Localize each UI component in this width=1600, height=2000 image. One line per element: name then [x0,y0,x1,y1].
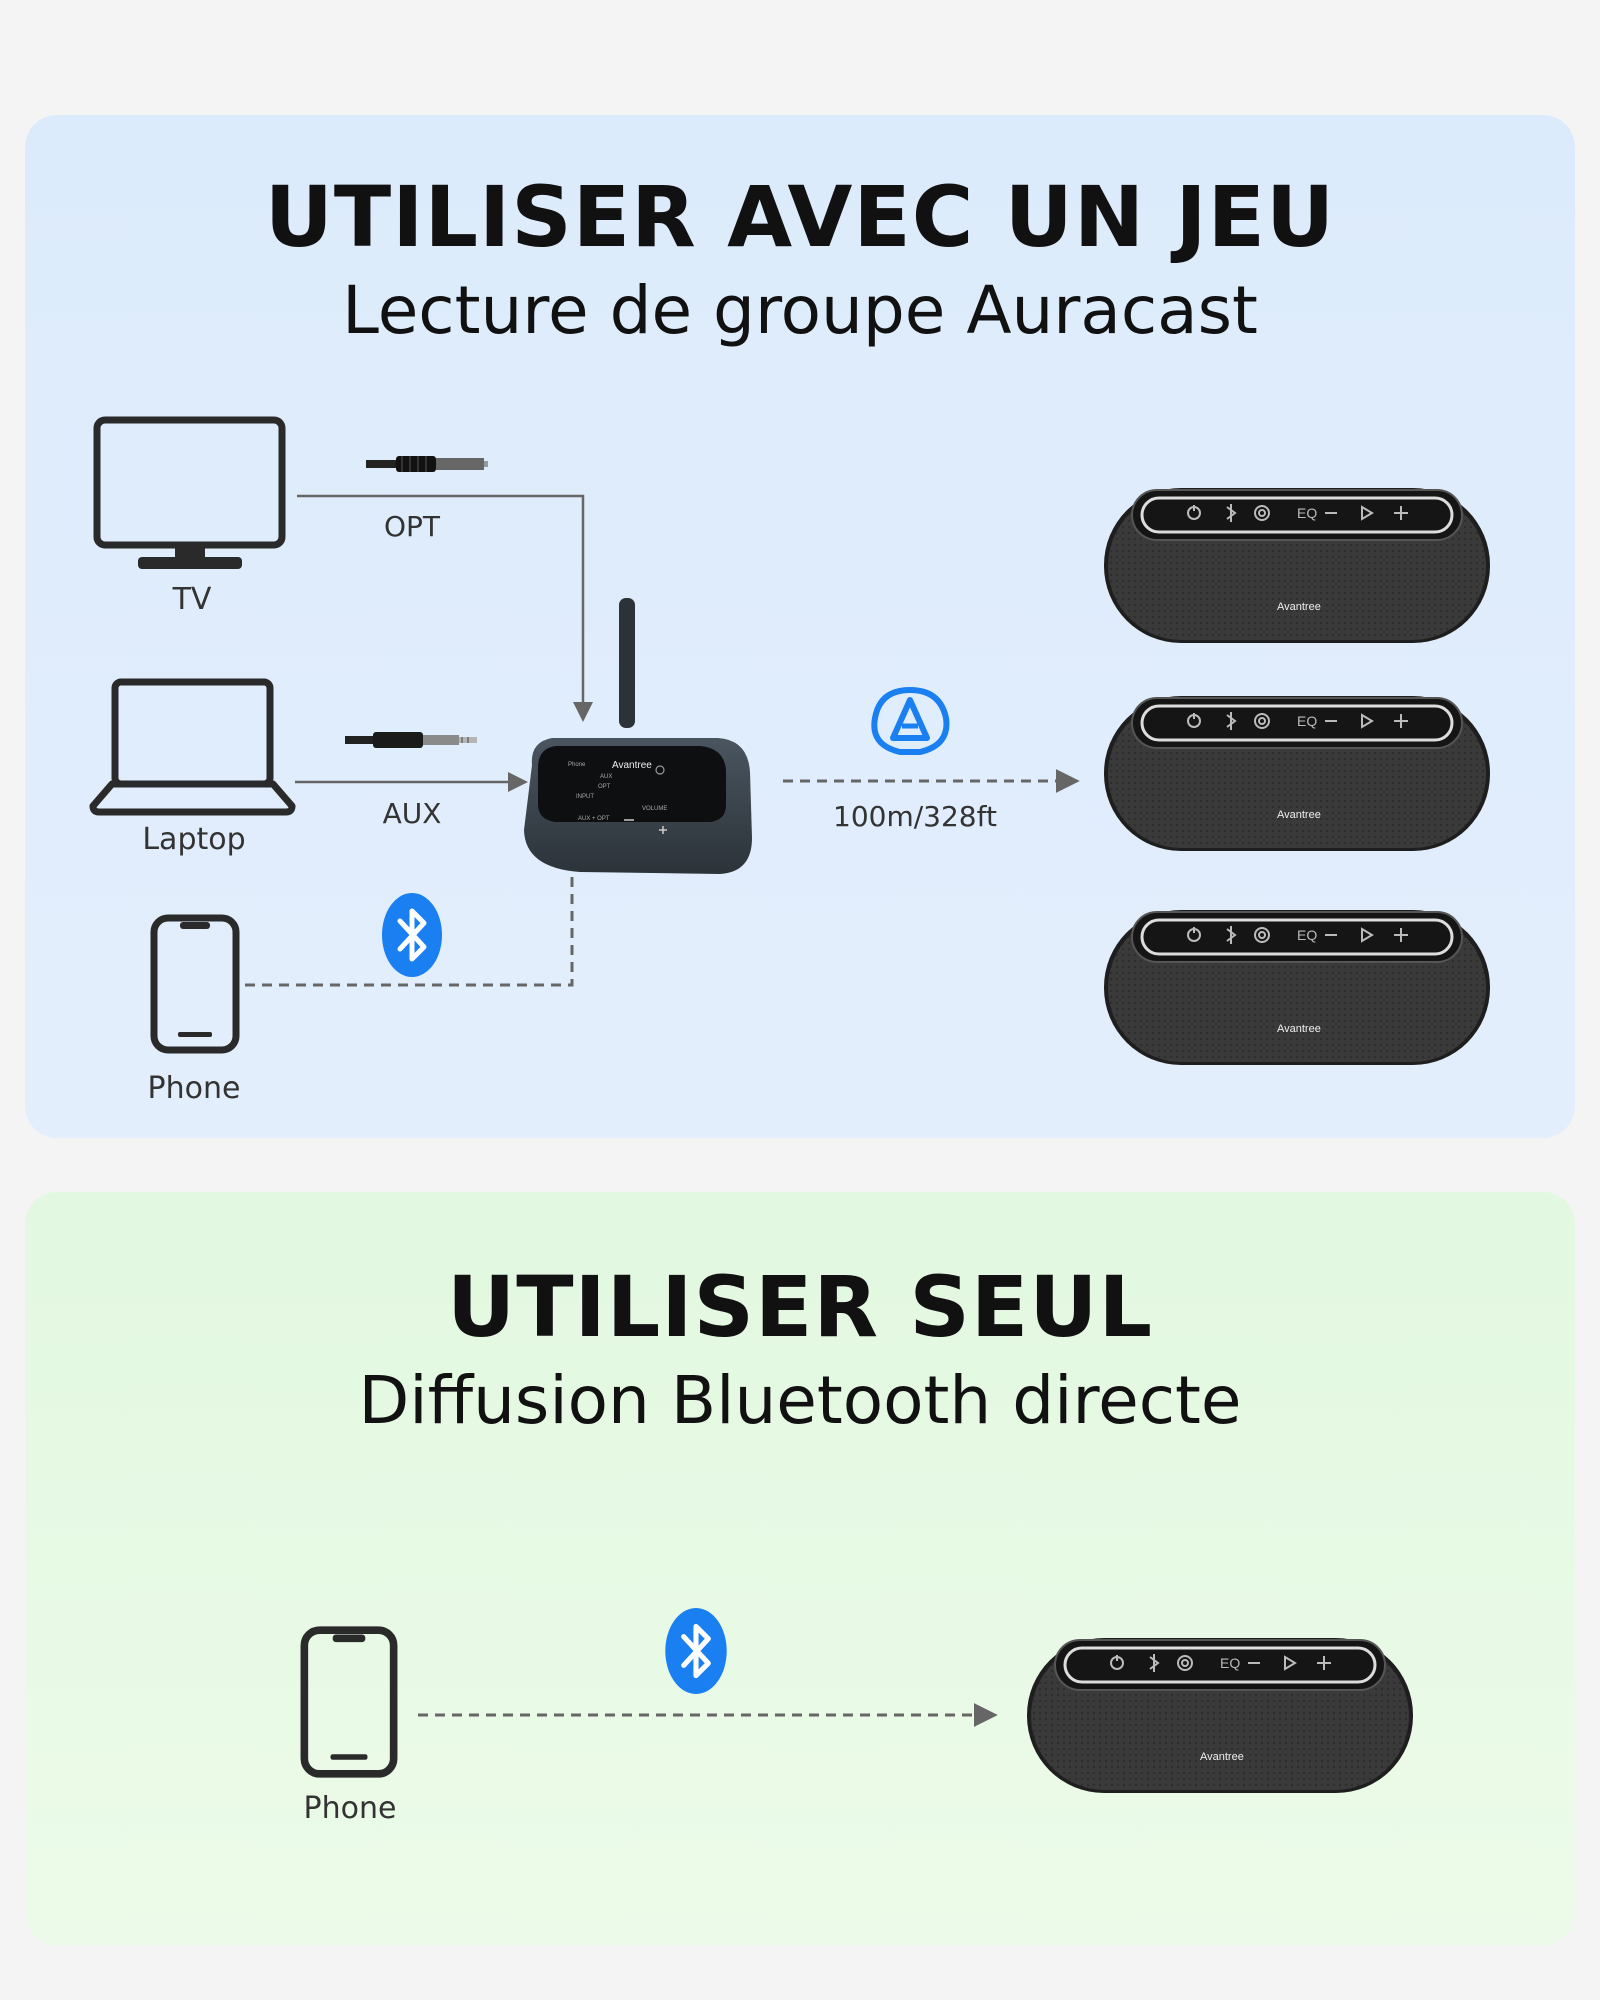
solo-section-title: UTILISER SEUL [447,1258,1153,1356]
phone-label: Phone [147,1071,241,1106]
range-label: 100m/328ft [833,800,997,833]
speaker-device [1102,486,1492,645]
phone-icon [154,918,236,1050]
group-section-title: UTILISER AVEC UN JEU [264,168,1336,266]
svg-text:AUX: AUX [600,774,612,780]
transmitter-device: Avantree Phone AUX OPT INPUT VOLUME AUX … [524,598,752,874]
svg-text:Phone: Phone [568,762,586,768]
svg-text:INPUT: INPUT [576,794,594,800]
tv-icon [93,416,286,569]
jack-cable-icon [366,456,488,472]
laptop-icon [89,678,296,816]
aux-label: AUX [382,797,442,830]
speaker-device [1025,1636,1415,1795]
auracast-icon [871,686,950,755]
svg-text:OPT: OPT [598,784,611,790]
solo-section-subtitle: Diffusion Bluetooth directe [358,1362,1242,1439]
speaker-device [1102,908,1492,1067]
tv-label: TV [172,582,212,617]
solo-phone-label: Phone [303,1791,397,1826]
svg-text:Avantree: Avantree [612,760,652,771]
group-section-subtitle: Lecture de groupe Auracast [342,272,1258,349]
solo-section-panel [25,1192,1575,1945]
phone-icon [304,1630,393,1774]
speaker-device [1102,694,1492,853]
bluetooth-icon [665,1608,726,1694]
svg-text:AUX + OPT: AUX + OPT [578,816,610,822]
jack-cable-icon [345,732,477,748]
bluetooth-icon [382,893,442,977]
opt-label: OPT [383,510,441,543]
laptop-label: Laptop [142,822,246,857]
svg-text:VOLUME: VOLUME [642,806,667,812]
